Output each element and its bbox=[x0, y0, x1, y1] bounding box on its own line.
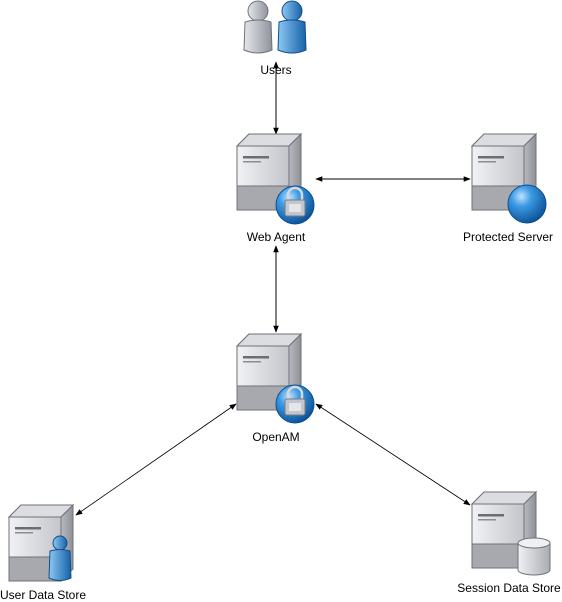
protected-server-node bbox=[471, 133, 547, 224]
user-icon bbox=[277, 0, 307, 54]
database-icon bbox=[517, 537, 551, 576]
users-label: Users bbox=[260, 63, 292, 77]
web-agent-label: Web Agent bbox=[246, 230, 306, 244]
session-data-store-node bbox=[471, 491, 551, 576]
lock-badge-icon bbox=[275, 384, 315, 424]
lock-badge-icon bbox=[275, 185, 315, 225]
users-node bbox=[243, 0, 307, 54]
user-data-store-node bbox=[8, 504, 74, 582]
edge-openam-session-data-store bbox=[315, 403, 471, 506]
edges bbox=[75, 61, 471, 516]
openam-label: OpenAM bbox=[252, 430, 300, 444]
user-icon bbox=[243, 0, 273, 54]
user-data-store-label: User Data Store bbox=[0, 588, 87, 602]
openam-node bbox=[236, 333, 315, 424]
globe-icon bbox=[507, 184, 547, 224]
user-icon bbox=[48, 535, 72, 581]
session-data-store-label: Session Data Store bbox=[457, 581, 561, 595]
web-agent-node bbox=[236, 133, 315, 225]
protected-server-label: Protected Server bbox=[462, 230, 554, 244]
edge-openam-user-data-store bbox=[75, 403, 237, 516]
